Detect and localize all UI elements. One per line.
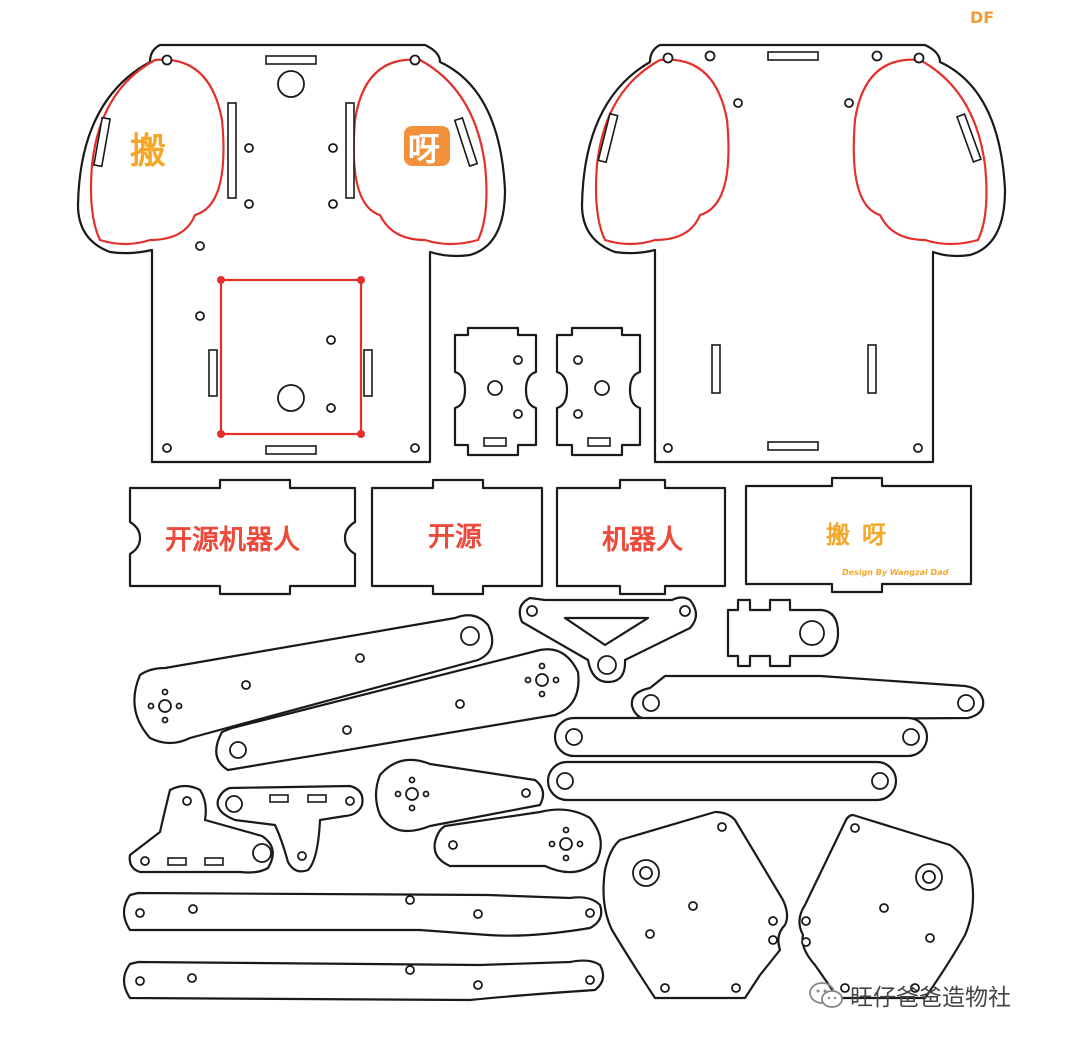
bottom-arm-2 [122,959,605,1002]
right-body-plate [580,43,1007,464]
panel-4-engraving-b: 呀 [862,521,886,549]
left-ear-engraving: 搬 [130,131,166,172]
panel-2 [370,478,544,596]
panel-4-engraving-a: 搬 [826,521,850,549]
panel-1 [128,478,357,596]
right-ear-engraving: 呀 [408,130,440,168]
link-1 [630,674,985,722]
l-bracket [128,784,274,874]
clamp-block [726,598,840,668]
link-2 [553,716,929,758]
triangle-connector [518,596,698,684]
wechat-icon [809,982,843,1008]
watermark-text: 旺仔爸爸造物社 [850,985,1011,1011]
arm-upper-left [133,614,494,745]
servo-arm-right [433,808,602,874]
watermark-footer: 旺仔爸爸造物社 [808,978,1011,1012]
brand-logo: DF [970,8,995,27]
bottom-arm-1 [122,891,603,937]
servo-arm-left [374,758,545,833]
panel-3 [555,478,727,596]
arm-upper-right [215,648,580,772]
side-plate-right [798,813,975,1000]
panel-4 [744,476,973,594]
t-bracket [216,784,364,873]
panel-4-credit: Design By Wangzai Dad [842,568,949,577]
side-plate-left [602,810,789,1000]
servo-bracket-left [453,326,538,457]
panel-1-engraving: 开源机器人 [165,525,300,556]
right-ear-engraving-bg [404,126,450,166]
left-body-plate [76,43,507,464]
servo-bracket-right [555,326,642,457]
panel-3-engraving: 机器人 [602,525,683,556]
link-3 [546,760,898,802]
panel-2-engraving: 开源 [428,522,482,553]
